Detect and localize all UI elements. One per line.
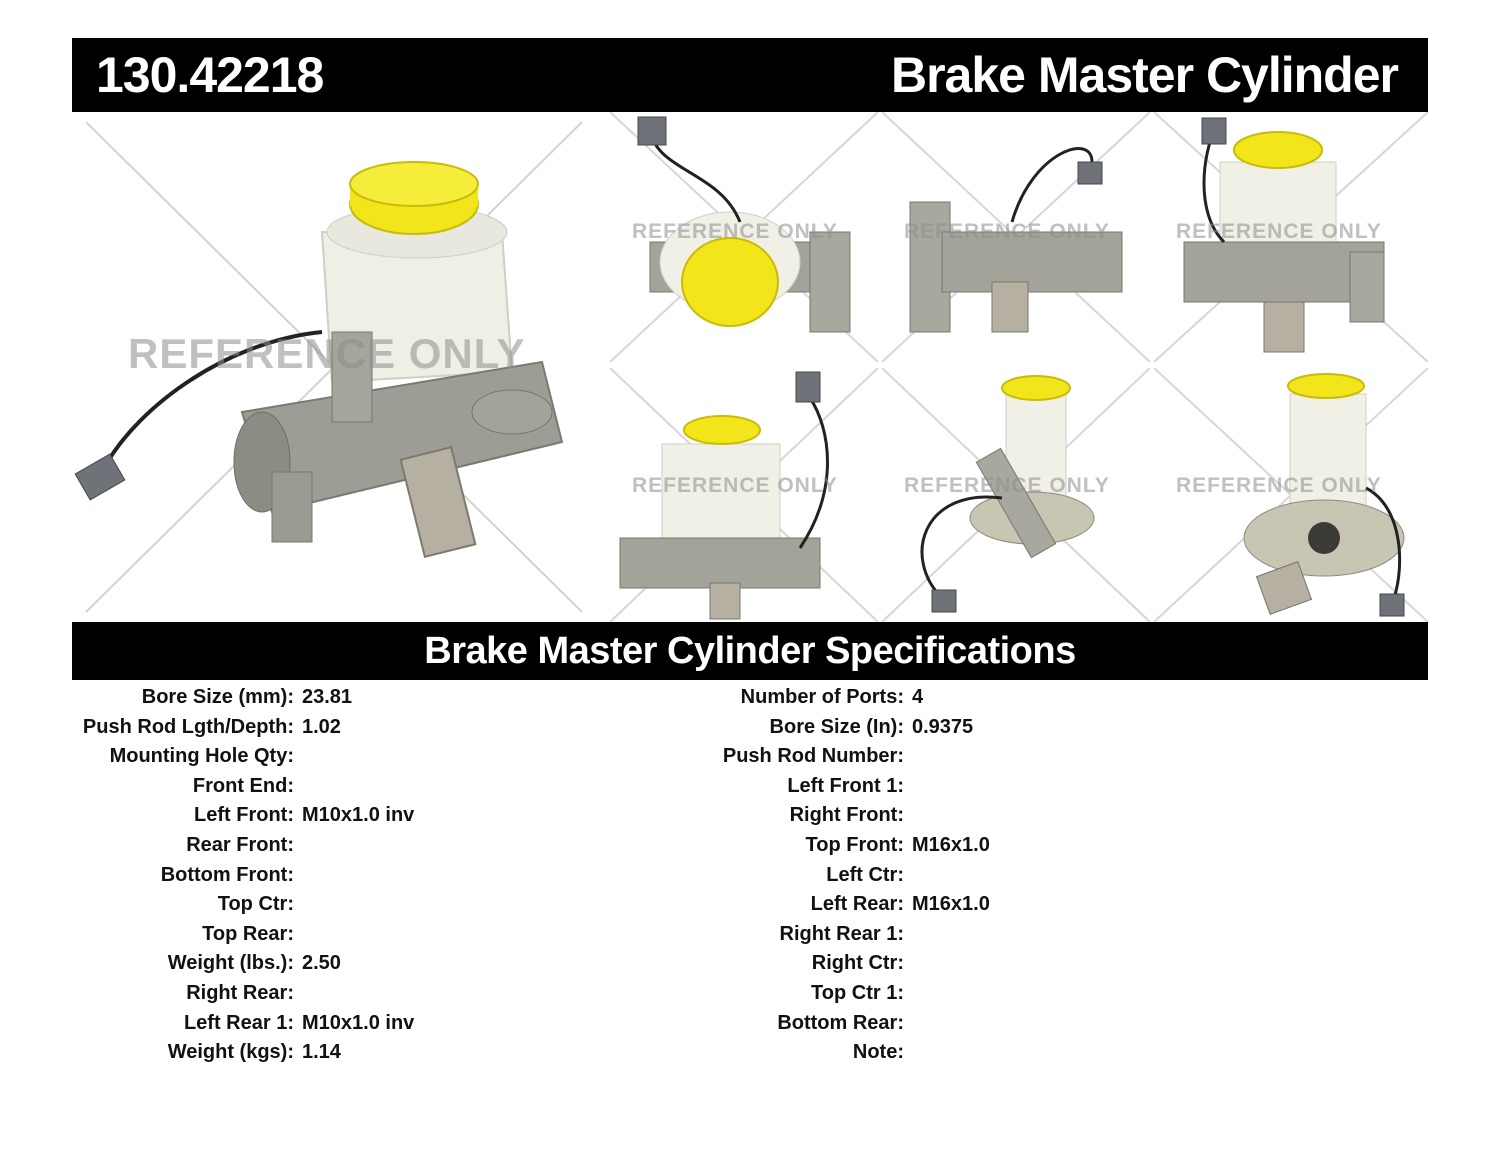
spec-row: Right Ctr: bbox=[600, 949, 910, 979]
spec-value: M10x1.0 inv bbox=[302, 1011, 415, 1034]
spec-label: Weight (lbs.): bbox=[167, 952, 294, 975]
spec-row: Left Ctr: bbox=[600, 861, 910, 891]
spec-label: Right Rear 1: bbox=[779, 922, 904, 945]
spec-row: Bottom Front: bbox=[0, 861, 300, 891]
master-cylinder-main-illustration bbox=[74, 121, 583, 613]
spec-label: Bore Size (mm): bbox=[141, 686, 294, 708]
thumbnail-side-view: REFERENCE ONLY bbox=[610, 368, 878, 622]
spec-label: Top Ctr 1: bbox=[811, 981, 904, 1004]
thumbnail-rear-end-view: REFERENCE ONLY bbox=[1154, 368, 1428, 622]
spec-label: Rear Front: bbox=[186, 833, 294, 856]
spec-value: 2.50 bbox=[302, 952, 341, 975]
spec-value: M16x1.0 bbox=[912, 893, 990, 916]
spec-label: Left Rear 1: bbox=[183, 1011, 294, 1034]
spec-label: Mounting Hole Qty: bbox=[109, 745, 294, 768]
thumbnail-underside-view: REFERENCE ONLY bbox=[882, 112, 1150, 362]
spec-label: Right Ctr: bbox=[811, 952, 904, 975]
spec-label: Number of Ports: bbox=[740, 686, 904, 708]
spec-value: M10x1.0 inv bbox=[302, 804, 415, 827]
spec-row: Bore Size (mm): 23.81 bbox=[0, 683, 352, 713]
spec-label: Weight (kgs): bbox=[167, 1041, 294, 1064]
spec-label: Push Rod Number: bbox=[722, 745, 904, 768]
spec-row: Bore Size (In): 0.9375 bbox=[600, 713, 974, 743]
specifications-title-bar: Brake Master Cylinder Specifications bbox=[72, 622, 1428, 680]
specifications-title: Brake Master Cylinder Specifications bbox=[424, 630, 1076, 672]
spec-label: Right Rear: bbox=[186, 981, 294, 1004]
thumbnail-end-angle-illustration bbox=[882, 368, 1150, 622]
spec-row: Bottom Rear: bbox=[600, 1009, 910, 1039]
main-product-photo: REFERENCE ONLY bbox=[72, 112, 602, 622]
title-bar: 130.42218 Brake Master Cylinder bbox=[72, 38, 1428, 112]
spec-row: Left Rear: M16x1.0 bbox=[600, 890, 990, 920]
spec-row: Left Rear 1: M10x1.0 inv bbox=[0, 1009, 414, 1039]
thumbnail-rear-end-illustration bbox=[1154, 368, 1428, 622]
spec-label: Top Rear: bbox=[202, 922, 294, 945]
spec-row: Note: bbox=[600, 1038, 910, 1068]
spec-label: Note: bbox=[852, 1041, 904, 1064]
spec-row: Right Rear 1: bbox=[600, 920, 910, 950]
spec-label: Left Front: bbox=[194, 804, 294, 827]
spec-row: Weight (kgs): 1.14 bbox=[0, 1038, 341, 1068]
spec-row: Left Front 1: bbox=[600, 772, 910, 802]
spec-label: Top Front: bbox=[805, 833, 904, 856]
thumbnail-front-angle-illustration bbox=[1154, 112, 1428, 362]
spec-row: Right Front: bbox=[600, 801, 910, 831]
spec-row: Top Ctr 1: bbox=[600, 979, 910, 1009]
spec-label: Left Rear: bbox=[810, 893, 904, 916]
spec-value: 1.02 bbox=[302, 715, 341, 738]
spec-row: Left Front: M10x1.0 inv bbox=[0, 801, 414, 831]
spec-label: Left Front 1: bbox=[787, 774, 904, 797]
spec-value: 1.14 bbox=[302, 1041, 341, 1064]
spec-label: Front End: bbox=[192, 774, 294, 797]
spec-row: Right Rear: bbox=[0, 979, 300, 1009]
part-number: 130.42218 bbox=[96, 47, 324, 103]
spec-label: Right Front: bbox=[789, 804, 904, 827]
thumbnail-underside-illustration bbox=[882, 112, 1150, 362]
spec-value: 0.9375 bbox=[912, 715, 974, 738]
spec-value: 23.81 bbox=[302, 686, 353, 708]
spec-row: Mounting Hole Qty: bbox=[0, 742, 300, 772]
spec-value: M16x1.0 bbox=[912, 833, 990, 856]
spec-label: Push Rod Lgth/Depth: bbox=[82, 715, 294, 738]
thumbnail-side-illustration bbox=[610, 368, 878, 622]
reference-watermark: REFERENCE ONLY bbox=[1176, 474, 1382, 497]
reference-watermark: REFERENCE ONLY bbox=[632, 220, 838, 243]
reference-watermark: REFERENCE ONLY bbox=[904, 474, 1110, 497]
thumbnail-front-angle-view: REFERENCE ONLY bbox=[1154, 112, 1428, 362]
spec-row: Top Rear: bbox=[0, 920, 300, 950]
thumbnail-end-angle-view: REFERENCE ONLY bbox=[882, 368, 1150, 622]
spec-row: Weight (lbs.): 2.50 bbox=[0, 949, 341, 979]
spec-label: Top Ctr: bbox=[217, 893, 294, 916]
reference-watermark: REFERENCE ONLY bbox=[128, 330, 526, 377]
reference-watermark: REFERENCE ONLY bbox=[904, 220, 1110, 243]
spec-label: Left Ctr: bbox=[826, 863, 904, 886]
spec-row: Top Ctr: bbox=[0, 890, 300, 920]
spec-label: Bottom Front: bbox=[160, 863, 294, 886]
reference-watermark: REFERENCE ONLY bbox=[632, 474, 838, 497]
spec-row: Front End: bbox=[0, 772, 300, 802]
spec-value: 4 bbox=[912, 686, 924, 708]
thumbnail-top-view: REFERENCE ONLY bbox=[610, 112, 878, 362]
spec-row: Rear Front: bbox=[0, 831, 300, 861]
part-type-title: Brake Master Cylinder bbox=[890, 47, 1399, 103]
spec-row: Push Rod Number: bbox=[600, 742, 910, 772]
spec-row: Number of Ports: 4 bbox=[600, 683, 923, 713]
product-photo-gallery: REFERENCE ONLY REFERENCE ONLY REFERENCE … bbox=[72, 112, 1428, 622]
spec-label: Bore Size (In): bbox=[769, 715, 904, 738]
spec-row: Push Rod Lgth/Depth: 1.02 bbox=[0, 713, 341, 743]
reference-watermark: REFERENCE ONLY bbox=[1176, 220, 1382, 243]
thumbnail-top-illustration bbox=[610, 112, 878, 362]
spec-label: Bottom Rear: bbox=[777, 1011, 904, 1034]
spec-row: Top Front: M16x1.0 bbox=[600, 831, 990, 861]
